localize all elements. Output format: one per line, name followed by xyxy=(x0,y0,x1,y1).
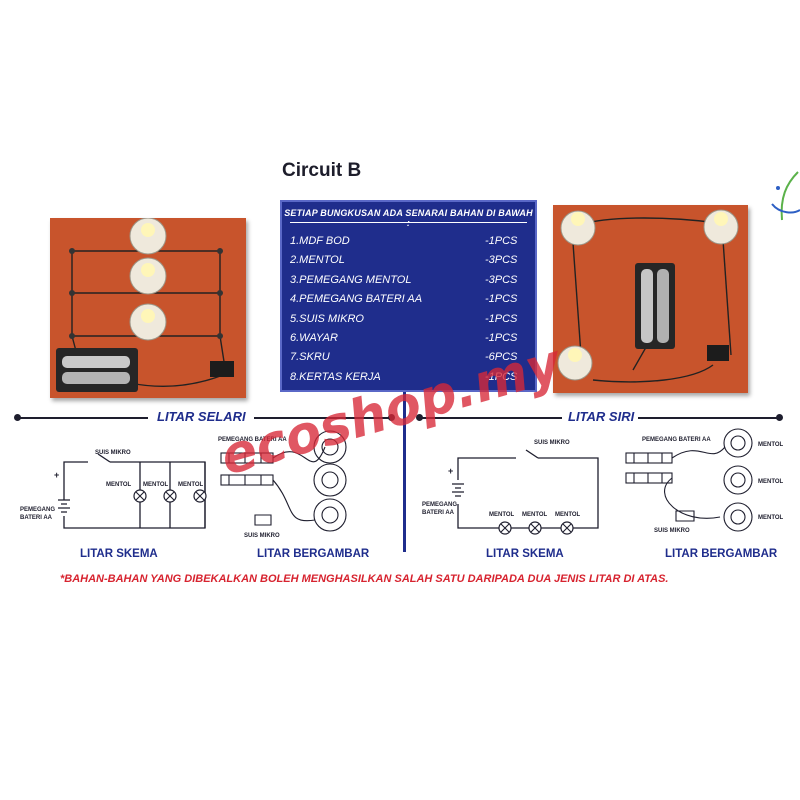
item-name: 5.SUIS MIKRO xyxy=(290,312,364,325)
parallel-pictorial-diagram xyxy=(220,430,347,532)
bulb-label: MENTOL xyxy=(178,482,204,488)
section-line-dot xyxy=(416,414,423,421)
battery-label: PEMEGANG BATERI AA xyxy=(218,437,287,443)
section-line xyxy=(420,417,562,419)
item-qty: -1PCS xyxy=(485,331,518,344)
section-line xyxy=(254,417,390,419)
switch-label: SUIS MIKRO xyxy=(95,450,131,456)
item-qty: -1PCS xyxy=(485,312,518,325)
list-item: 3.PEMEGANG MENTOL -3PCS xyxy=(282,271,535,290)
materials-list-panel: SETIAP BUNGKUSAN ADA SENARAI BAHAN DI BA… xyxy=(280,200,537,392)
schematic-caption: LITAR SKEMA xyxy=(80,548,158,560)
parallel-schematic-diagram: + xyxy=(54,453,207,529)
series-section-title: LITAR SIRI xyxy=(568,409,635,424)
item-qty: -1PCS xyxy=(485,370,518,383)
item-name: 6.WAYAR xyxy=(290,331,338,344)
list-item: 6.WAYAR -1PCS xyxy=(282,329,535,348)
section-line xyxy=(18,417,148,419)
switch-label: SUIS MIKRO xyxy=(654,528,690,534)
list-item: 5.SUIS MIKRO -1PCS xyxy=(282,310,535,329)
bulb-label: MENTOL xyxy=(489,512,515,518)
switch-label: SUIS MIKRO xyxy=(244,533,280,539)
parallel-circuit-wiring xyxy=(56,218,234,392)
series-pictorial-diagram xyxy=(625,428,753,532)
bulb-label: MENTOL xyxy=(106,482,132,488)
item-name: 7.SKRU xyxy=(290,351,330,364)
list-item: 7.SKRU -6PCS xyxy=(282,348,535,367)
bulb-label: MENTOL xyxy=(758,442,784,448)
micro-switch xyxy=(707,345,729,361)
bulb-label: MENTOL xyxy=(758,515,784,521)
list-item: 1.MDF BOD -1PCS xyxy=(282,232,535,251)
series-schematic-diagram: + xyxy=(448,449,599,535)
item-name: 3.PEMEGANG MENTOL xyxy=(290,273,412,286)
battery-label: PEMEGANG BATERI AA xyxy=(642,437,711,443)
section-line-dot xyxy=(388,414,395,421)
pictorial-caption: LITAR BERGAMBAR xyxy=(257,548,370,560)
materials-list-heading: SETIAP BUNGKUSAN ADA SENARAI BAHAN DI BA… xyxy=(282,208,535,228)
battery-label: PEMEGANG BATERI AA xyxy=(422,502,458,516)
battery-label: PEMEGANG BATERI AA xyxy=(20,507,56,521)
svg-text:+: + xyxy=(54,470,59,480)
bulb-label: MENTOL xyxy=(758,479,784,485)
item-qty: -3PCS xyxy=(485,273,518,286)
bulb-label: MENTOL xyxy=(143,482,169,488)
section-line xyxy=(638,417,778,419)
item-name: 1.MDF BOD xyxy=(290,235,350,247)
section-line-dot xyxy=(14,414,21,421)
item-qty: -3PCS xyxy=(485,254,518,267)
materials-list: 1.MDF BOD -1PCS 2.MENTOL -3PCS 3.PEMEGANG … xyxy=(282,232,535,387)
page-title: Circuit B xyxy=(282,160,362,181)
parallel-section-title: LITAR SELARI xyxy=(157,409,246,424)
series-circuit-board-photo xyxy=(553,205,748,393)
micro-switch xyxy=(210,361,234,377)
list-item: 8.KERTAS KERJA -1PCS xyxy=(282,368,535,387)
item-name: 4.PEMEGANG BATERI AA xyxy=(290,293,423,306)
pictorial-caption: LITAR BERGAMBAR xyxy=(665,548,778,560)
section-line-dot xyxy=(776,414,783,421)
schematic-caption: LITAR SKEMA xyxy=(486,548,564,560)
battery-holder xyxy=(56,348,138,392)
bulb-holder xyxy=(129,218,167,341)
footnote: *BAHAN-BAHAN YANG DIBEKALKAN BOLEH MENGH… xyxy=(60,573,669,585)
svg-text:+: + xyxy=(448,466,453,476)
switch-label: SUIS MIKRO xyxy=(534,440,570,446)
bulb-label: MENTOL xyxy=(555,512,581,518)
item-qty: -6PCS xyxy=(485,351,518,364)
series-circuit-wiring xyxy=(557,209,739,383)
item-name: 8.KERTAS KERJA xyxy=(290,370,381,383)
item-qty: -1PCS xyxy=(485,235,518,247)
brand-logo-icon xyxy=(771,171,800,221)
section-divider xyxy=(403,392,406,552)
list-item: 4.PEMEGANG BATERI AA -1PCS xyxy=(282,290,535,309)
item-qty: -1PCS xyxy=(485,293,518,306)
bulb-label: MENTOL xyxy=(522,512,548,518)
item-name: 2.MENTOL xyxy=(290,254,345,267)
bulb-holder xyxy=(557,209,739,381)
parallel-circuit-board-photo xyxy=(50,218,246,398)
list-item: 2.MENTOL -3PCS xyxy=(282,251,535,270)
